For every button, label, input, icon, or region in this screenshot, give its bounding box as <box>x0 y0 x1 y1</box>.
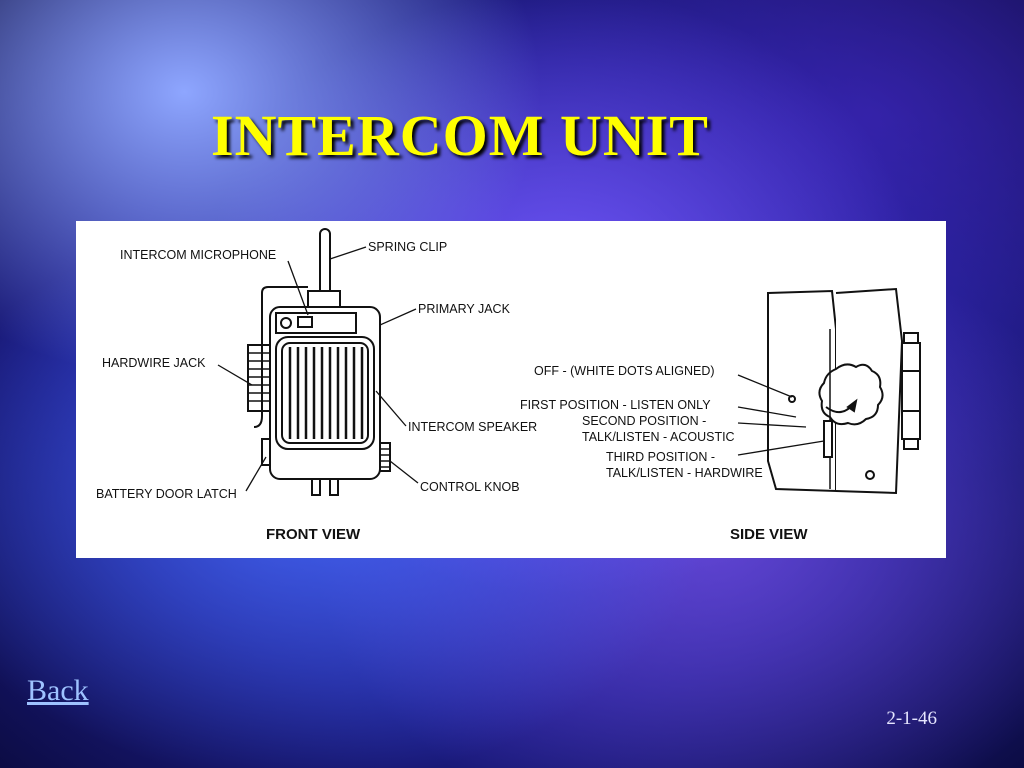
side-knob <box>818 363 884 426</box>
speaker-inner <box>281 342 369 444</box>
control-strip <box>275 312 357 334</box>
foot-left <box>311 478 321 496</box>
label-third-position-detail: TALK/LISTEN - HARDWIRE <box>606 466 763 480</box>
label-intercom-speaker: INTERCOM SPEAKER <box>408 420 537 434</box>
speaker-grille <box>288 347 364 439</box>
label-hardwire-jack: HARDWIRE JACK <box>102 356 206 370</box>
label-control-knob: CONTROL KNOB <box>420 480 520 494</box>
side-jack <box>823 420 833 458</box>
intercom-diagram: INTERCOM MICROPHONE SPRING CLIP PRIMARY … <box>96 228 921 543</box>
label-second-position-detail: TALK/LISTEN - ACOUSTIC <box>582 430 735 444</box>
label-battery-door-latch: BATTERY DOOR LATCH <box>96 487 237 501</box>
front-view-drawing <box>217 228 419 496</box>
clip-bracket <box>261 286 308 301</box>
speaker-frame <box>275 336 375 450</box>
label-first-position: FIRST POSITION - LISTEN ONLY <box>520 398 711 412</box>
label-third-position: THIRD POSITION - <box>606 450 715 464</box>
mic-icon <box>280 317 292 329</box>
heading-front-view: FRONT VIEW <box>266 526 361 543</box>
control-knob <box>379 442 391 472</box>
page-number: 2-1-46 <box>886 708 937 729</box>
leader-lines <box>217 246 419 492</box>
label-second-position: SECOND POSITION - <box>582 414 706 428</box>
side-clip <box>901 342 921 440</box>
side-view-labels: OFF - (WHITE DOTS ALIGNED) FIRST POSITIO… <box>520 364 808 543</box>
side-view-drawing <box>737 287 921 495</box>
heading-side-view: SIDE VIEW <box>730 526 808 543</box>
label-spring-clip: SPRING CLIP <box>368 240 447 254</box>
slide-title: INTERCOM UNIT <box>211 103 709 168</box>
front-view-labels: INTERCOM MICROPHONE SPRING CLIP PRIMARY … <box>96 240 537 543</box>
foot-right <box>329 478 339 496</box>
side-leader-lines <box>737 374 825 456</box>
cable <box>253 301 263 428</box>
mic-grille-small <box>297 316 313 328</box>
diagram-panel: INTERCOM MICROPHONE SPRING CLIP PRIMARY … <box>76 221 946 558</box>
label-off-position: OFF - (WHITE DOTS ALIGNED) <box>534 364 715 378</box>
battery-latch <box>261 438 271 466</box>
label-intercom-microphone: INTERCOM MICROPHONE <box>120 248 276 262</box>
back-link[interactable]: Back <box>27 674 89 707</box>
label-primary-jack: PRIMARY JACK <box>418 302 511 316</box>
